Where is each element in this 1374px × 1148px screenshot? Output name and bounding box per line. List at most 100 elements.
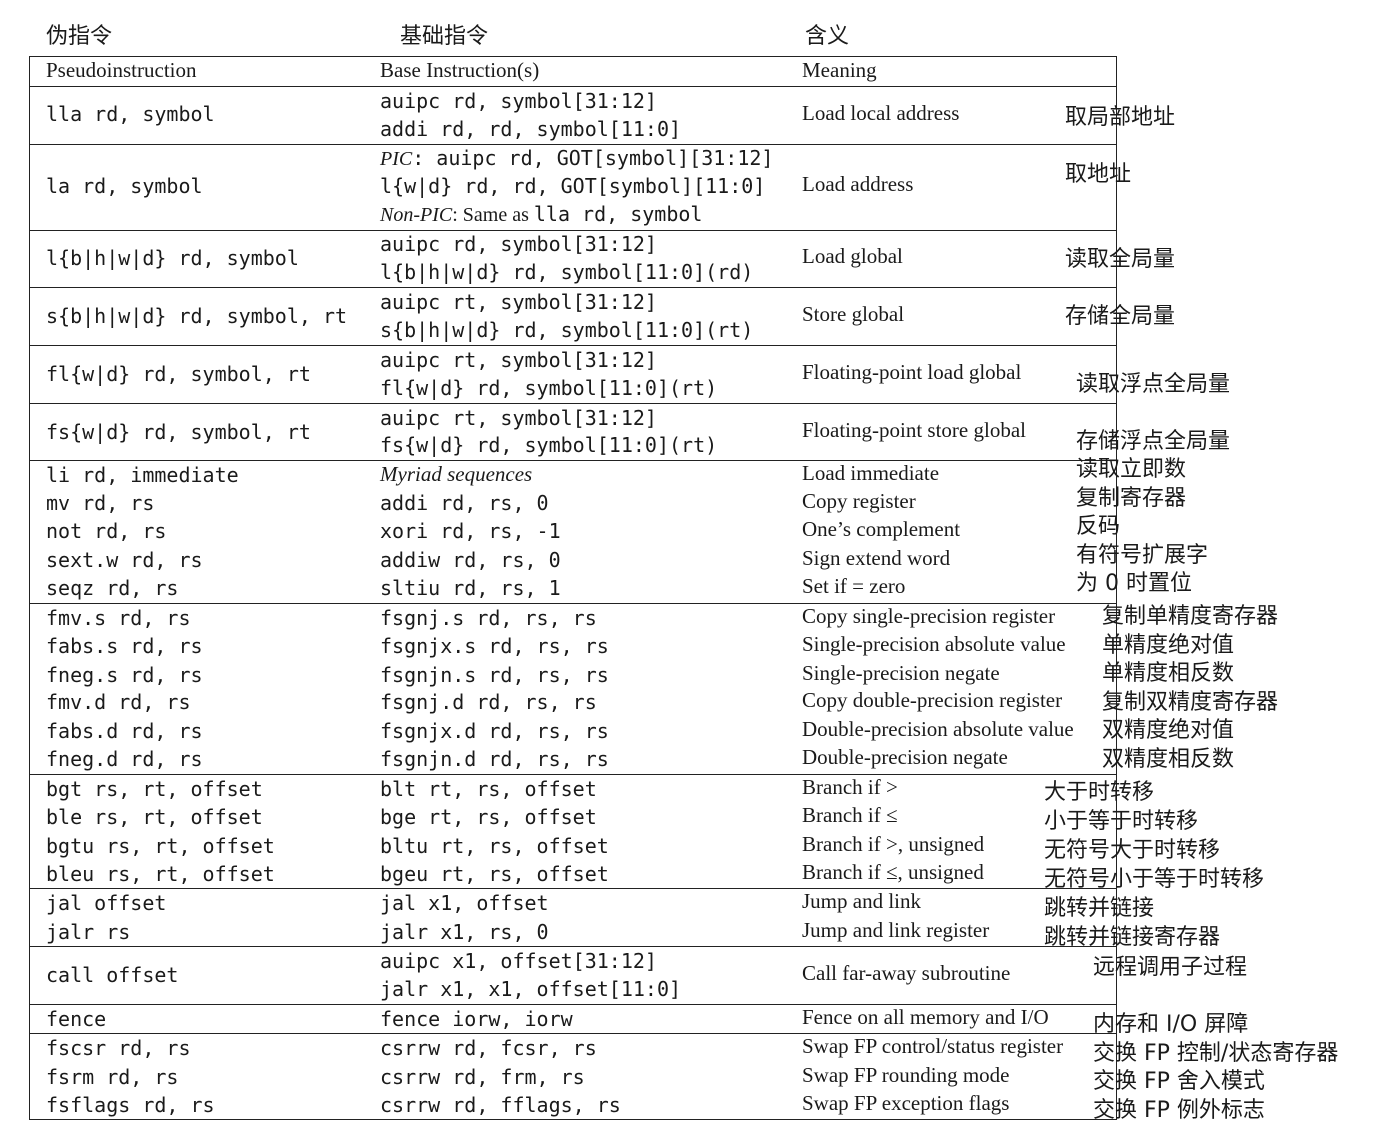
pseudo-cell: lla rd, symbol xyxy=(46,102,215,126)
meaning-cn: 无符号小于等于时转移 xyxy=(1044,867,1265,892)
base-cell: auipc rt, symbol[31:12] xyxy=(380,290,657,314)
base-cell: addiw rd, rs, 0 xyxy=(380,548,561,572)
base-cell: xori rd, rs, -1 xyxy=(380,519,561,543)
divider xyxy=(29,1004,1117,1005)
divider xyxy=(29,403,1117,404)
meaning-cn: 交换 FP 控制/状态寄存器 xyxy=(1093,1041,1339,1066)
meaning-cell: Copy double-precision register xyxy=(802,688,1063,712)
meaning-cn: 复制双精度寄存器 xyxy=(1102,690,1279,715)
pseudo-cell: mv rd, rs xyxy=(46,491,155,515)
meaning-cn: 跳转并链接寄存器 xyxy=(1044,925,1221,950)
pseudo-cell: fscsr rd, rs xyxy=(46,1036,191,1060)
meaning-cn: 内存和 I/O 屏障 xyxy=(1093,1012,1249,1037)
meaning-cell: Copy register xyxy=(802,489,916,513)
base-cell: fsgnj.s rd, rs, rs xyxy=(380,606,597,630)
meaning-cell: One’s complement xyxy=(802,517,961,541)
base-cell: auipc rt, symbol[31:12] xyxy=(380,406,657,430)
base-cell: auipc rd, symbol[31:12] xyxy=(380,232,657,256)
meaning-cn: 取地址 xyxy=(1065,162,1132,187)
base-cell: fsgnjn.d rd, rs, rs xyxy=(380,747,609,771)
meaning-cn: 双精度相反数 xyxy=(1102,747,1235,772)
pseudo-cell: ble rs, rt, offset xyxy=(46,805,263,829)
divider xyxy=(29,603,1117,604)
base-cell: blt rt, rs, offset xyxy=(380,777,597,801)
pseudo-cell: li rd, immediate xyxy=(46,463,239,487)
base-cell: auipc rd, symbol[31:12] xyxy=(380,89,657,113)
meaning-cn: 复制寄存器 xyxy=(1076,486,1187,511)
pseudo-cell: bgt rs, rt, offset xyxy=(46,777,263,801)
pseudo-cell: fneg.d rd, rs xyxy=(46,747,203,771)
base-cell: bge rt, rs, offset xyxy=(380,805,597,829)
pseudo-cell: not rd, rs xyxy=(46,519,167,543)
meaning-cell: Branch if ≤, unsigned xyxy=(802,860,984,884)
pseudo-cell: bgtu rs, rt, offset xyxy=(46,834,275,858)
meaning-cn: 跳转并链接 xyxy=(1044,896,1155,921)
divider xyxy=(29,230,1117,231)
divider xyxy=(29,774,1117,775)
base-cell: sltiu rd, rs, 1 xyxy=(380,576,561,600)
base-cell: fs{w|d} rd, symbol[11:0](rt) xyxy=(380,433,718,457)
meaning-cell: Call far-away subroutine xyxy=(802,961,1011,985)
base-cell-italic: PIC xyxy=(380,148,413,170)
meaning-cn: 反码 xyxy=(1076,514,1121,539)
base-cell: fsgnj.d rd, rs, rs xyxy=(380,690,597,714)
header-cn-meaning: 含义 xyxy=(805,24,850,49)
pseudo-cell: fsflags rd, rs xyxy=(46,1093,215,1117)
header-cn-pseudo: 伪指令 xyxy=(46,24,113,49)
base-cell: fsgnjx.d rd, rs, rs xyxy=(380,719,609,743)
pseudo-cell: call offset xyxy=(46,963,179,987)
base-cell-italic: Non-PIC xyxy=(380,204,453,226)
base-cell: s{b|h|w|d} rd, symbol[11:0](rt) xyxy=(380,318,754,342)
base-cell: fsgnjn.s rd, rs, rs xyxy=(380,663,609,687)
base-cell: fl{w|d} rd, symbol[11:0](rt) xyxy=(380,376,718,400)
meaning-cn: 双精度绝对值 xyxy=(1102,718,1235,743)
base-cell: auipc x1, offset[31:12] xyxy=(380,949,657,973)
meaning-cell: Copy single-precision register xyxy=(802,604,1056,628)
base-cell: csrrw rd, frm, rs xyxy=(380,1065,585,1089)
base-cell-code: lla rd, symbol xyxy=(533,202,703,226)
meaning-cell: Jump and link register xyxy=(802,918,990,942)
base-cell: fence iorw, iorw xyxy=(380,1007,573,1031)
base-cell: jalr x1, rs, 0 xyxy=(380,920,549,944)
table-frame xyxy=(29,56,1117,1120)
divider xyxy=(29,1033,1117,1034)
meaning-cell: Branch if >, unsigned xyxy=(802,832,985,856)
divider xyxy=(29,888,1117,889)
base-cell: auipc rt, symbol[31:12] xyxy=(380,348,657,372)
meaning-cn: 取局部地址 xyxy=(1065,105,1176,130)
base-cell: bgeu rt, rs, offset xyxy=(380,862,609,886)
meaning-cell: Load address xyxy=(802,172,914,196)
base-cell: PIC: auipc rd, GOT[symbol][31:12] xyxy=(380,146,773,171)
divider xyxy=(29,86,1117,87)
meaning-cn: 读取浮点全局量 xyxy=(1076,372,1231,397)
column-header-pseudo: Pseudoinstruction xyxy=(46,58,197,82)
meaning-cell: Double-precision negate xyxy=(802,745,1008,769)
meaning-cell: Load global xyxy=(802,244,903,268)
meaning-cell: Set if = zero xyxy=(802,574,906,598)
meaning-cell: Double-precision absolute value xyxy=(802,717,1074,741)
meaning-cn: 大于时转移 xyxy=(1044,780,1155,805)
meaning-cn: 无符号大于时转移 xyxy=(1044,838,1221,863)
pseudo-cell: l{b|h|w|d} rd, symbol xyxy=(46,246,299,270)
divider xyxy=(29,946,1117,947)
meaning-cn: 单精度绝对值 xyxy=(1102,633,1235,658)
meaning-cell: Floating-point store global xyxy=(802,418,1026,442)
pseudo-cell: fmv.s rd, rs xyxy=(46,606,191,630)
meaning-cell: Single-precision absolute value xyxy=(802,632,1066,656)
pseudo-cell: jalr rs xyxy=(46,920,131,944)
meaning-cn: 有符号扩展字 xyxy=(1076,543,1209,568)
base-cell: addi rd, rs, 0 xyxy=(380,491,549,515)
meaning-cell: Branch if > xyxy=(802,775,898,799)
pseudo-cell: fmv.d rd, rs xyxy=(46,690,191,714)
base-cell: addi rd, rd, symbol[11:0] xyxy=(380,117,682,141)
meaning-cn: 读取立即数 xyxy=(1076,457,1187,482)
pseudo-cell: fneg.s rd, rs xyxy=(46,663,203,687)
pseudo-cell: fsrm rd, rs xyxy=(46,1065,179,1089)
base-cell: jal x1, offset xyxy=(380,891,549,915)
header-cn-base: 基础指令 xyxy=(400,24,489,49)
meaning-cn: 交换 FP 舍入模式 xyxy=(1093,1069,1265,1094)
pseudo-cell: fabs.s rd, rs xyxy=(46,634,203,658)
base-cell: csrrw rd, fflags, rs xyxy=(380,1093,621,1117)
meaning-cell: Load local address xyxy=(802,101,960,125)
column-header-meaning: Meaning xyxy=(802,58,877,82)
